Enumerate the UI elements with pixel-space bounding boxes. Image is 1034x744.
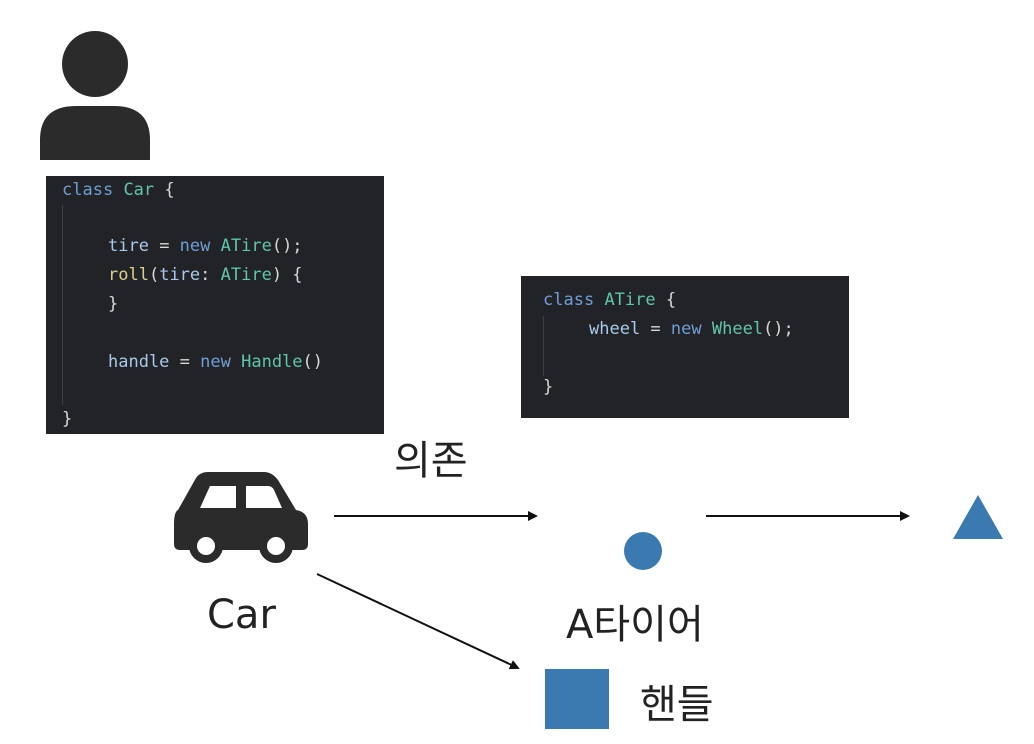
atire-label: A타이어: [566, 602, 704, 648]
code-line-tire: tire = new ATire();: [108, 236, 303, 256]
code-line-roll: roll(tire: ATire) {: [108, 265, 303, 285]
code-line-close: }: [62, 409, 73, 429]
triangle-shape: [953, 495, 1003, 539]
square-shape: [545, 669, 609, 729]
code-line-wheel: wheel = new Wheel();: [589, 319, 794, 339]
dependency-label: 의존: [394, 438, 468, 484]
circle-shape: [624, 532, 662, 570]
atire-class-code: class ATire { wheel = new Wheel(); }: [521, 276, 849, 418]
code-line-roll-close: }: [108, 294, 119, 314]
car-class-code: class Car { tire = new ATire(); roll(tir…: [46, 176, 384, 434]
code-line-atire-close: }: [543, 377, 554, 397]
handle-label: 핸들: [640, 682, 714, 728]
car-icon: [174, 472, 308, 563]
code-line-class-atire: class ATire {: [543, 290, 677, 310]
arrow-car-to-handle: [316, 573, 520, 670]
code-line-class-car: class Car {: [62, 180, 175, 200]
car-label: Car: [207, 592, 276, 638]
person-icon: [40, 31, 150, 160]
code-line-handle: handle = new Handle(): [108, 352, 324, 372]
